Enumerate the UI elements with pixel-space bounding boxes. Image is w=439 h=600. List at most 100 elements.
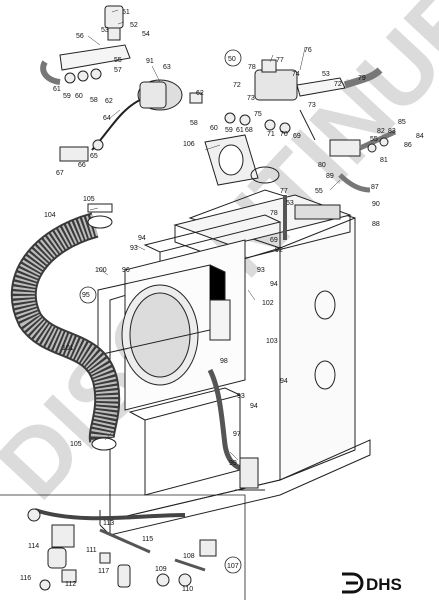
callout-79: 79 — [358, 75, 366, 82]
callout-74: 74 — [292, 71, 300, 78]
callout-108: 108 — [183, 553, 195, 560]
callout-68: 68 — [245, 127, 253, 134]
callout-103: 103 — [266, 338, 278, 345]
callout-81: 81 — [380, 157, 388, 164]
callout-62-b: 62 — [196, 90, 204, 97]
gasket-frame — [204, 134, 280, 186]
callout-93-b: 93 — [257, 267, 265, 274]
callout-72: 72 — [233, 82, 241, 89]
callout-94-c: 94 — [280, 378, 288, 385]
callout-105: 105 — [83, 196, 95, 203]
callout-77-b: 77 — [280, 188, 288, 195]
callout-53-c: 53 — [286, 200, 294, 207]
callout-89: 89 — [326, 173, 334, 180]
right-fittings — [283, 129, 397, 240]
callout-80: 80 — [318, 162, 326, 169]
callout-86: 86 — [404, 142, 412, 149]
dhs-logo-text: DHS — [366, 575, 402, 594]
callout-67: 67 — [56, 170, 64, 177]
callout-78: 78 — [248, 64, 256, 71]
accessory-panel — [0, 494, 246, 600]
dhs-logo-icon — [342, 572, 364, 594]
callout-73-b: 73 — [308, 102, 316, 109]
callout-59-b: 59 — [225, 127, 233, 134]
callout-71: 71 — [267, 131, 275, 138]
callout-57: 57 — [114, 67, 122, 74]
callout-82: 82 — [377, 128, 385, 135]
callout-96: 96 — [122, 267, 130, 274]
callout-55-c: 55 — [315, 188, 323, 195]
burner-assembly — [97, 264, 231, 386]
callout-52: 52 — [130, 22, 138, 29]
callout-63: 63 — [163, 64, 171, 71]
callout-111: 111 — [86, 547, 97, 554]
flexible-flue-hose — [10, 203, 121, 451]
callout-113: 113 — [103, 520, 114, 527]
callout-72-b: 72 — [334, 81, 342, 88]
callout-116: 116 — [20, 575, 31, 582]
callout-114: 114 — [28, 543, 39, 550]
callout-61-b: 61 — [236, 127, 244, 134]
valve-assembly — [224, 59, 383, 141]
callout-65: 65 — [90, 153, 98, 160]
callout-55-b: 55 — [370, 136, 378, 143]
callout-109: 109 — [155, 566, 167, 573]
callout-100: 100 — [95, 267, 107, 274]
callout-97: 97 — [233, 431, 241, 438]
callout-78-b: 78 — [270, 210, 278, 217]
callout-64: 64 — [103, 115, 111, 122]
callout-70: 70 — [280, 131, 288, 138]
callout-69: 69 — [293, 133, 301, 140]
callout-54: 54 — [142, 31, 150, 38]
callout-69-b: 69 — [270, 237, 278, 244]
callout-91: 91 — [146, 58, 154, 65]
callout-90: 90 — [372, 201, 380, 208]
callout-58-b: 58 — [190, 120, 198, 127]
callout-94: 94 — [138, 235, 146, 242]
callout-84: 84 — [416, 133, 424, 140]
callout-55: 55 — [114, 57, 122, 64]
callout-92: 92 — [275, 247, 283, 254]
callout-93-c: 93 — [237, 393, 245, 400]
callout-106: 106 — [183, 141, 195, 148]
callout-105-b: 105 — [70, 441, 82, 448]
callout-labels: 51 52 53 54 56 55 57 91 63 61 59 60 58 6… — [20, 9, 424, 593]
callout-88: 88 — [372, 221, 380, 228]
callout-76: 76 — [304, 47, 312, 54]
callout-117: 117 — [98, 568, 109, 575]
callout-60: 60 — [75, 93, 83, 100]
callout-53-b: 53 — [322, 71, 330, 78]
pump-assembly — [40, 5, 203, 162]
callout-83: 83 — [388, 128, 396, 135]
callout-94-d: 94 — [250, 403, 258, 410]
callout-56: 56 — [76, 33, 84, 40]
callout-51: 51 — [122, 9, 130, 16]
callout-104: 104 — [44, 212, 56, 219]
callout-87: 87 — [371, 184, 379, 191]
callout-93: 93 — [130, 245, 138, 252]
accessories — [27, 508, 217, 591]
callout-98: 98 — [220, 358, 228, 365]
callout-77: 77 — [276, 57, 284, 64]
callout-60-b: 60 — [210, 125, 218, 132]
callout-61: 61 — [53, 86, 61, 93]
callout-115: 115 — [142, 536, 153, 543]
callout-62: 62 — [105, 98, 113, 105]
reference-circles — [79, 49, 242, 574]
callout-102: 102 — [262, 300, 274, 307]
callout-75: 75 — [254, 111, 262, 118]
callout-110: 110 — [182, 586, 193, 593]
callout-50: 50 — [228, 56, 236, 63]
callout-94-b: 94 — [270, 281, 278, 288]
callout-101: 101 — [62, 345, 74, 352]
callout-107: 107 — [227, 563, 239, 570]
leader-lines — [87, 9, 341, 461]
callout-53: 53 — [101, 27, 109, 34]
callout-95: 95 — [82, 292, 90, 299]
callout-99: 99 — [229, 460, 237, 467]
callout-66: 66 — [78, 162, 86, 169]
callout-85: 85 — [398, 119, 406, 126]
callout-73: 73 — [247, 95, 255, 102]
drain-siphon — [207, 368, 265, 491]
callout-59: 59 — [63, 93, 71, 100]
